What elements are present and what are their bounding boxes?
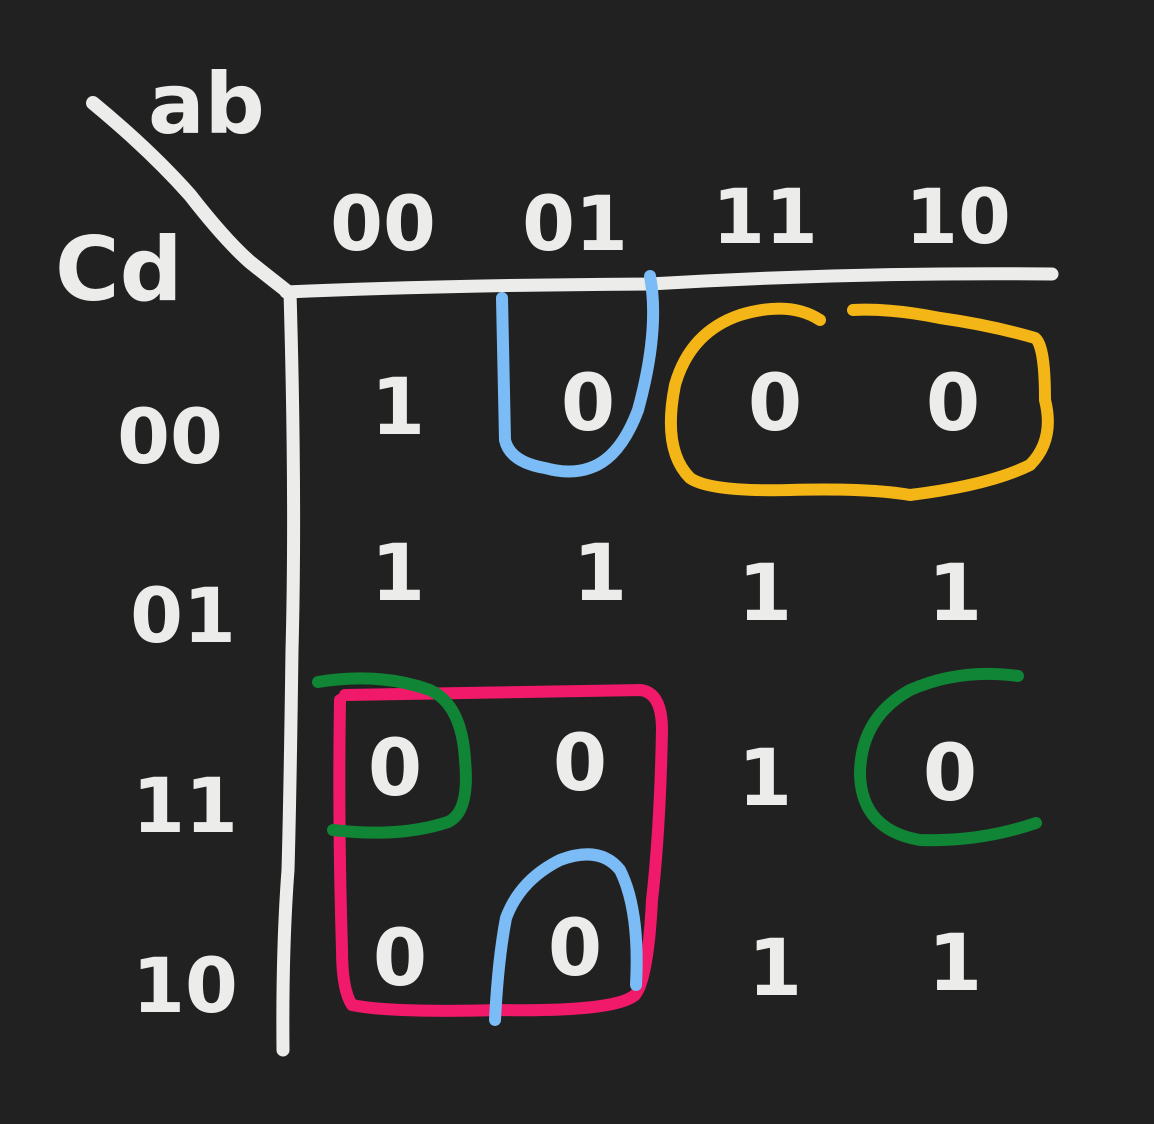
map-cell: 1 [738, 734, 792, 824]
row-header: 01 [130, 571, 236, 660]
group-loop-green-left [312, 672, 472, 839]
left-axis-line [276, 285, 301, 1057]
row-header: 11 [132, 761, 238, 850]
map-cell: 0 [748, 359, 802, 449]
map-cell: 1 [738, 549, 792, 639]
row-headers: 00 01 11 10 [117, 392, 238, 1030]
row-header: 10 [132, 941, 238, 1030]
map-cell: 1 [573, 529, 627, 619]
diagonal-divider [86, 96, 295, 299]
column-header: 10 [905, 172, 1011, 261]
group-loop-green-right [854, 667, 1042, 847]
group-loop-yellow [664, 302, 1054, 501]
map-cell: 1 [928, 919, 982, 1009]
map-cell: 0 [926, 359, 980, 449]
map-cell: 1 [748, 924, 802, 1014]
map-cell: 0 [548, 904, 602, 994]
column-header: 11 [712, 172, 818, 261]
column-variable-label: ab [148, 55, 265, 153]
map-cell: 1 [371, 363, 425, 453]
map-cell: 0 [368, 724, 422, 814]
map-cell: 0 [561, 359, 615, 449]
group-loop-pink [333, 684, 668, 1017]
column-headers: 00 01 11 10 [330, 172, 1011, 268]
map-cell: 0 [553, 719, 607, 809]
group-loop-blue-bottom [489, 848, 643, 1026]
row-header: 00 [117, 392, 223, 481]
map-cell: 1 [371, 529, 425, 619]
column-header: 01 [522, 179, 628, 268]
column-header: 00 [330, 179, 436, 268]
group-loop-blue-top [496, 270, 660, 478]
map-cells: 1 0 0 0 1 1 1 1 0 0 1 0 0 0 1 1 [368, 359, 982, 1014]
row-variable-label: Cd [55, 218, 183, 321]
top-axis-line [279, 267, 1059, 299]
map-cell: 0 [373, 914, 427, 1004]
map-cell: 0 [923, 729, 977, 819]
map-cell: 1 [928, 549, 982, 639]
group-loops [312, 270, 1054, 1026]
